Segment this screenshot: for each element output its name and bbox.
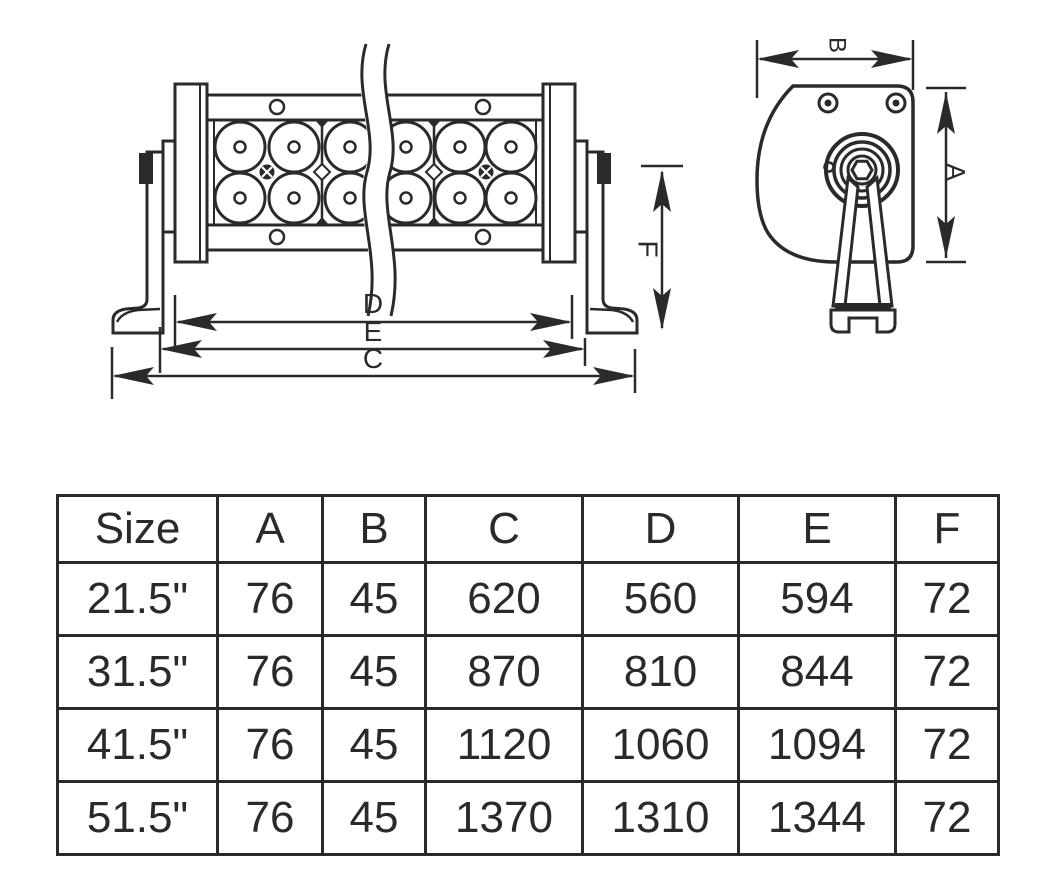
table-cell: 45 — [321, 561, 427, 637]
dimension-a: A — [926, 86, 971, 264]
column-header: C — [424, 494, 584, 564]
right-bracket — [572, 139, 639, 335]
column-header: Size — [56, 494, 219, 564]
table-cell: 1060 — [581, 707, 740, 783]
dimension-f: F — [633, 164, 683, 330]
dim-label-b: B — [824, 37, 851, 53]
table-cell: 45 — [321, 634, 427, 710]
right-bracket-bolt — [597, 153, 611, 184]
column-header: B — [321, 494, 427, 564]
table-cell: 1344 — [737, 780, 897, 856]
screw-icon — [268, 228, 286, 246]
phillips-screw-icon — [259, 164, 494, 180]
dimension-c: C — [110, 343, 637, 399]
column-header: F — [894, 494, 1000, 564]
led-lenses — [213, 120, 538, 225]
table-cell: 41.5" — [56, 707, 219, 783]
table-cell: 810 — [581, 634, 740, 710]
table-cell: 72 — [894, 707, 1000, 783]
table-cell: 76 — [216, 561, 324, 637]
pivot-hub — [823, 132, 900, 208]
table-cell: 45 — [321, 707, 427, 783]
column-header: A — [216, 494, 324, 564]
table-cell: 72 — [894, 561, 1000, 637]
column-header: D — [581, 494, 740, 564]
screw-icon — [268, 98, 286, 116]
front-view: F D E — [110, 40, 683, 399]
hex-bolt-icon — [850, 159, 874, 181]
table-cell: 844 — [737, 634, 897, 710]
table-cell: 1310 — [581, 780, 740, 856]
table-cell: 45 — [321, 780, 427, 856]
column-header: E — [737, 494, 897, 564]
table-cell: 870 — [424, 634, 584, 710]
led-panel — [213, 120, 538, 225]
table-cell: 1094 — [737, 707, 897, 783]
table-cell: 72 — [894, 634, 1000, 710]
dim-label-c: C — [363, 343, 383, 374]
screw-icon — [474, 98, 492, 116]
side-view: B A — [755, 37, 971, 334]
left-bracket-bolt — [139, 153, 153, 184]
bracket-foot — [829, 303, 897, 334]
dim-label-e: E — [364, 316, 383, 347]
table-cell: 72 — [894, 780, 1000, 856]
table-cell: 31.5" — [56, 634, 219, 710]
table-cell: 594 — [737, 561, 897, 637]
screw-icon — [474, 228, 492, 246]
table-cell: 76 — [216, 780, 324, 856]
end-caps — [173, 82, 577, 264]
table-cell: 21.5" — [56, 561, 219, 637]
dimension-b: B — [755, 37, 915, 98]
table-cell: 76 — [216, 707, 324, 783]
table-cell: 1120 — [424, 707, 584, 783]
technical-diagram: F D E — [110, 37, 971, 399]
table-cell: 1370 — [424, 780, 584, 856]
dimension-e: E — [158, 316, 587, 373]
dim-label-a: A — [941, 163, 971, 181]
dim-label-d: D — [363, 288, 383, 319]
table-cell: 76 — [216, 634, 324, 710]
mount-holes — [817, 92, 907, 114]
table-cell: 560 — [581, 561, 740, 637]
dimension-d: D — [173, 288, 574, 351]
break-lines — [359, 40, 397, 319]
table-cell: 620 — [424, 561, 584, 637]
table-cell: 51.5" — [56, 780, 219, 856]
left-bracket — [111, 139, 178, 335]
dim-label-f: F — [633, 240, 664, 257]
